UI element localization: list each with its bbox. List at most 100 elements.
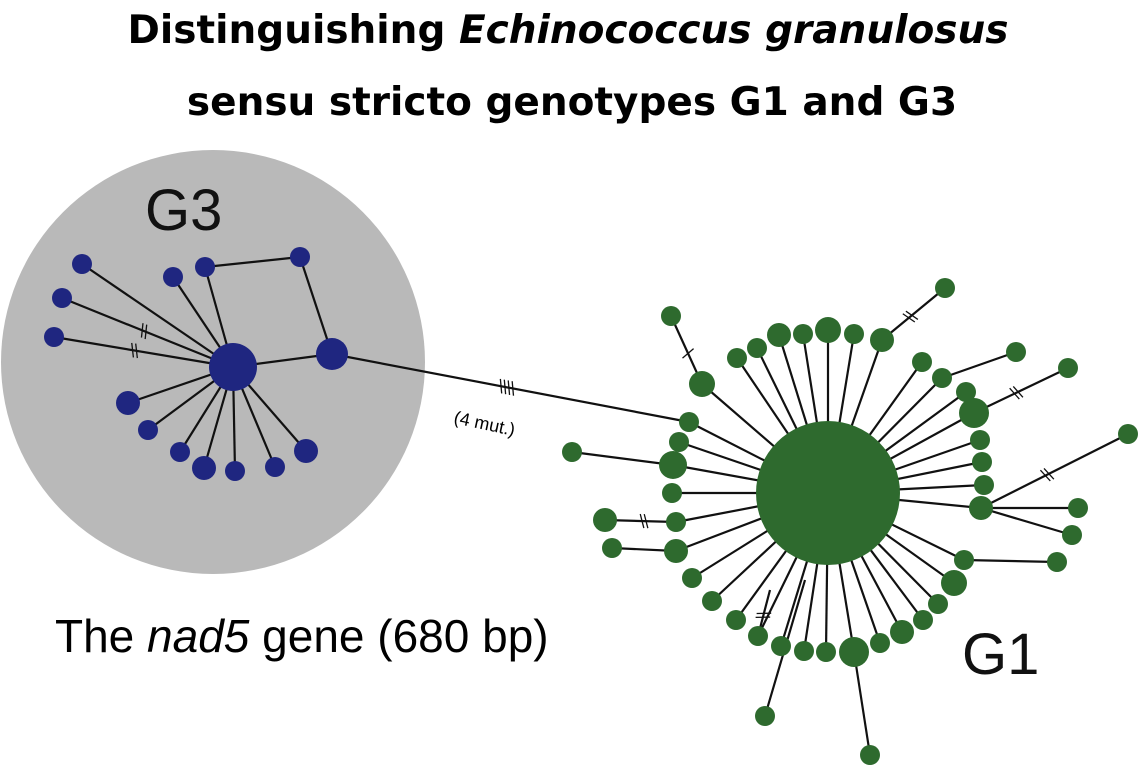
g1-haplotype-node [844,324,864,344]
g1-haplotype-node [661,306,681,326]
mutation-tick [643,513,649,529]
gene-name: nad5 [147,610,250,662]
g3-haplotype-node [72,254,92,274]
g1-haplotype-node [1062,525,1082,545]
g1-haplotype-node [1068,498,1088,518]
g1-haplotype-node [913,610,933,630]
g1-haplotype-node [682,568,702,588]
g1-haplotype-node [1006,342,1026,362]
mutation-tick [131,342,135,358]
g3-haplotype-node [316,338,348,370]
g3-haplotype-node [116,391,140,415]
g3-haplotype-node [138,420,158,440]
mutation-tick [135,343,138,359]
g1-haplotype-node [941,570,967,596]
g3-haplotype-node [294,439,318,463]
g1-central-haplotype-node [756,421,900,565]
g1-haplotype-node [839,637,869,667]
g1-edge [980,433,1129,509]
g1-group-label: G1 [962,622,1039,687]
g1-haplotype-node [870,633,890,653]
g3-edge [61,296,234,369]
g1-edge [571,450,674,467]
g3-edge [298,256,334,355]
mutation-tick [902,313,916,323]
g3-haplotype-node [192,456,216,480]
g1-haplotype-node [1058,358,1078,378]
g1-edge [852,651,872,756]
g1-haplotype-node [815,317,841,343]
mutation-tick [507,380,511,396]
mutation-tick [1043,468,1055,480]
g1-haplotype-node [890,620,914,644]
g3-edge [81,263,234,368]
mutation-tick [503,379,507,395]
g1-haplotype-node [767,323,791,347]
g1-haplotype-node [1047,552,1067,572]
g3-edge [204,255,301,269]
g1-haplotype-node [727,348,747,368]
mutation-tick [144,324,148,340]
mutation-tick [639,513,645,529]
g1-haplotype-node [747,338,767,358]
g1-haplotype-node [959,398,989,428]
g1-haplotype-node [702,591,722,611]
g1-haplotype-node [912,352,932,372]
g1-haplotype-node [679,412,699,432]
g1-haplotype-node [969,496,993,520]
g1-haplotype-node [669,432,689,452]
g1-haplotype-node [664,539,688,563]
mutation-count-label: (4 mut.) [452,407,517,439]
gene-caption-suffix: gene (680 bp) [249,610,548,662]
g1-haplotype-node [562,442,582,462]
g1-haplotype-node [1118,424,1138,444]
g1-haplotype-node [726,610,746,630]
mutation-tick [682,348,695,359]
g3-haplotype-node [265,457,285,477]
title-prefix: Distinguishing [128,8,459,53]
g3-haplotype-node [195,257,215,277]
mutation-tick [140,323,144,338]
g1-edge [881,287,946,341]
g1-haplotype-node [954,550,974,570]
figure-title-line-1: Distinguishing Echinococcus granulosus [128,8,1009,53]
g1-edge [963,558,1058,564]
gene-caption: The nad5 gene (680 bp) [55,610,549,662]
g1-haplotype-node [689,371,715,397]
g1-haplotype-node [972,452,992,472]
g1-haplotype-node [662,483,682,503]
g1-haplotype-node [956,382,976,402]
g1-edge [980,506,1073,537]
mutation-tick [499,378,503,394]
g1-haplotype-node [932,368,952,388]
g1-haplotype-node [793,324,813,344]
inter-cluster-edge [331,352,690,424]
g3-edge [53,335,234,369]
g1-haplotype-node [935,278,955,298]
g1-haplotype-node [928,594,948,614]
g1-haplotype-node [748,626,768,646]
g1-haplotype-node [666,512,686,532]
g3-group-label: G3 [145,178,222,243]
title-species: Echinococcus granulosus [459,8,1009,53]
g3-haplotype-node [52,288,72,308]
mutation-tick [905,310,919,320]
mutation-tick-marks [131,310,1055,619]
g3-haplotype-node [225,461,245,481]
g1-haplotype-node [602,538,622,558]
g1-haplotype-node [659,451,687,479]
g1-haplotype-node [970,430,990,450]
g3-central-haplotype-node [209,343,257,391]
g1-haplotype-node [593,508,617,532]
g1-haplotype-node [860,745,880,765]
mutation-tick [1039,469,1051,482]
figure-title-line-2: sensu stricto genotypes G1 and G3 [187,80,957,125]
g1-haplotype-node [794,641,814,661]
gene-caption-prefix: The [55,610,147,662]
mutation-tick [1009,387,1020,400]
g1-haplotype-node [870,328,894,352]
g3-haplotype-node [170,442,190,462]
mutation-tick [511,381,515,396]
g1-haplotype-node [816,642,836,662]
